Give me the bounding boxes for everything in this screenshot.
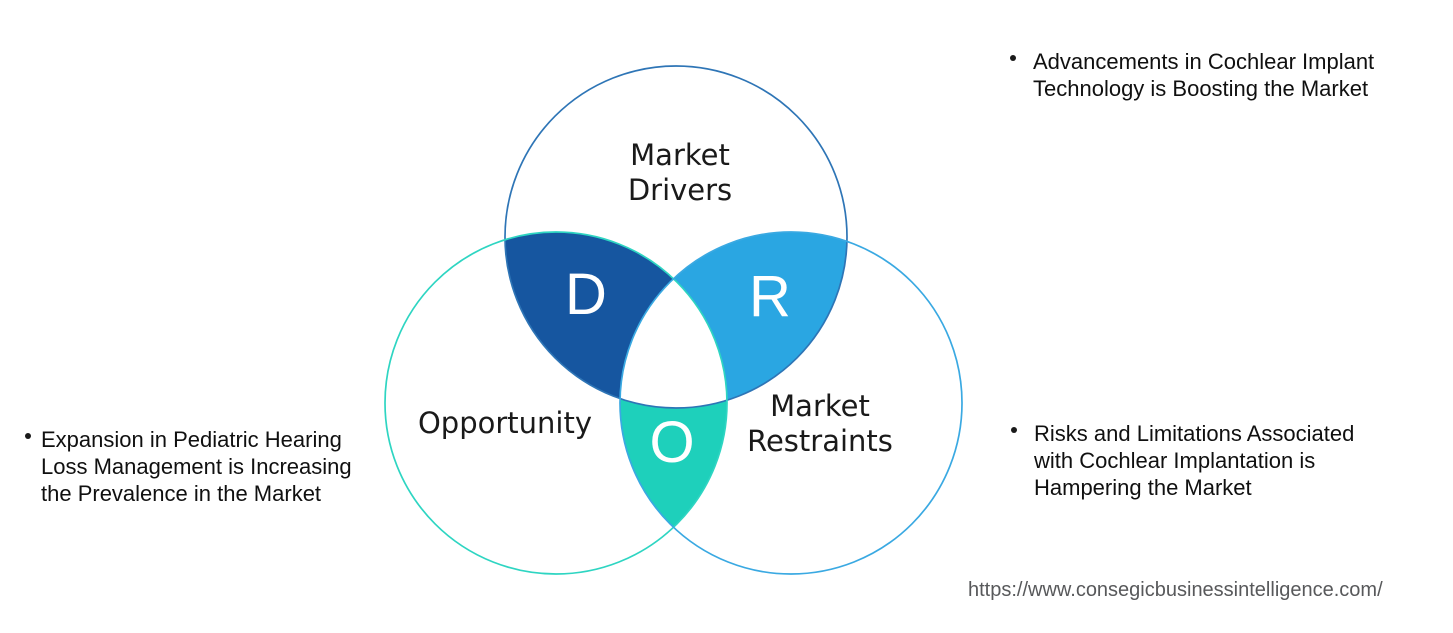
restraints-annotation: Risks and Limitations Associated with Co…: [1011, 420, 1431, 501]
market-restraints-label-line2: Restraints: [747, 424, 893, 458]
annotation-line: the Prevalence in the Market: [41, 481, 322, 506]
drivers-circle-outline: [504, 65, 848, 409]
bullet-icon: [1011, 427, 1017, 433]
opportunity-annotation-text: Expansion in Pediatric Hearing Loss Mana…: [41, 426, 425, 507]
drivers-annotation-text: Advancements in Cochlear Implant Technol…: [1033, 48, 1440, 102]
annotation-line: Technology is Boosting the Market: [1033, 76, 1369, 101]
market-drivers-label: Market Drivers: [590, 138, 770, 208]
annotation-line: Risks and Limitations Associated: [1034, 421, 1355, 446]
market-drivers-label-line1: Market: [630, 138, 730, 172]
restraints-annotation-text: Risks and Limitations Associated with Co…: [1034, 420, 1431, 501]
opportunity-circle-outline: [384, 231, 728, 575]
market-restraints-label: Market Restraints: [730, 389, 910, 459]
annotation-line: Advancements in Cochlear Implant: [1033, 49, 1375, 74]
annotation-line: Loss Management is Increasing: [41, 454, 352, 479]
annotation-line: with Cochlear Implantation is: [1034, 448, 1316, 473]
restraints-circle-outline: [619, 231, 963, 575]
source-url: https://www.consegicbusinessintelligence…: [968, 579, 1383, 601]
bullet-icon: [1010, 55, 1016, 61]
annotation-line: Hampering the Market: [1034, 475, 1252, 500]
drivers-region-letter: D: [565, 262, 607, 327]
drivers-annotation: Advancements in Cochlear Implant Technol…: [1010, 48, 1440, 102]
opportunity-region-letter: O: [649, 410, 695, 475]
market-drivers-label-line2: Drivers: [627, 173, 733, 207]
bullet-icon: [25, 433, 31, 439]
opportunity-annotation: Expansion in Pediatric Hearing Loss Mana…: [25, 426, 425, 507]
market-restraints-label-line1: Market: [770, 389, 870, 423]
opportunity-label: Opportunity: [417, 406, 593, 440]
annotation-line: Expansion in Pediatric Hearing: [41, 427, 342, 452]
restraints-region-letter: R: [749, 264, 791, 329]
